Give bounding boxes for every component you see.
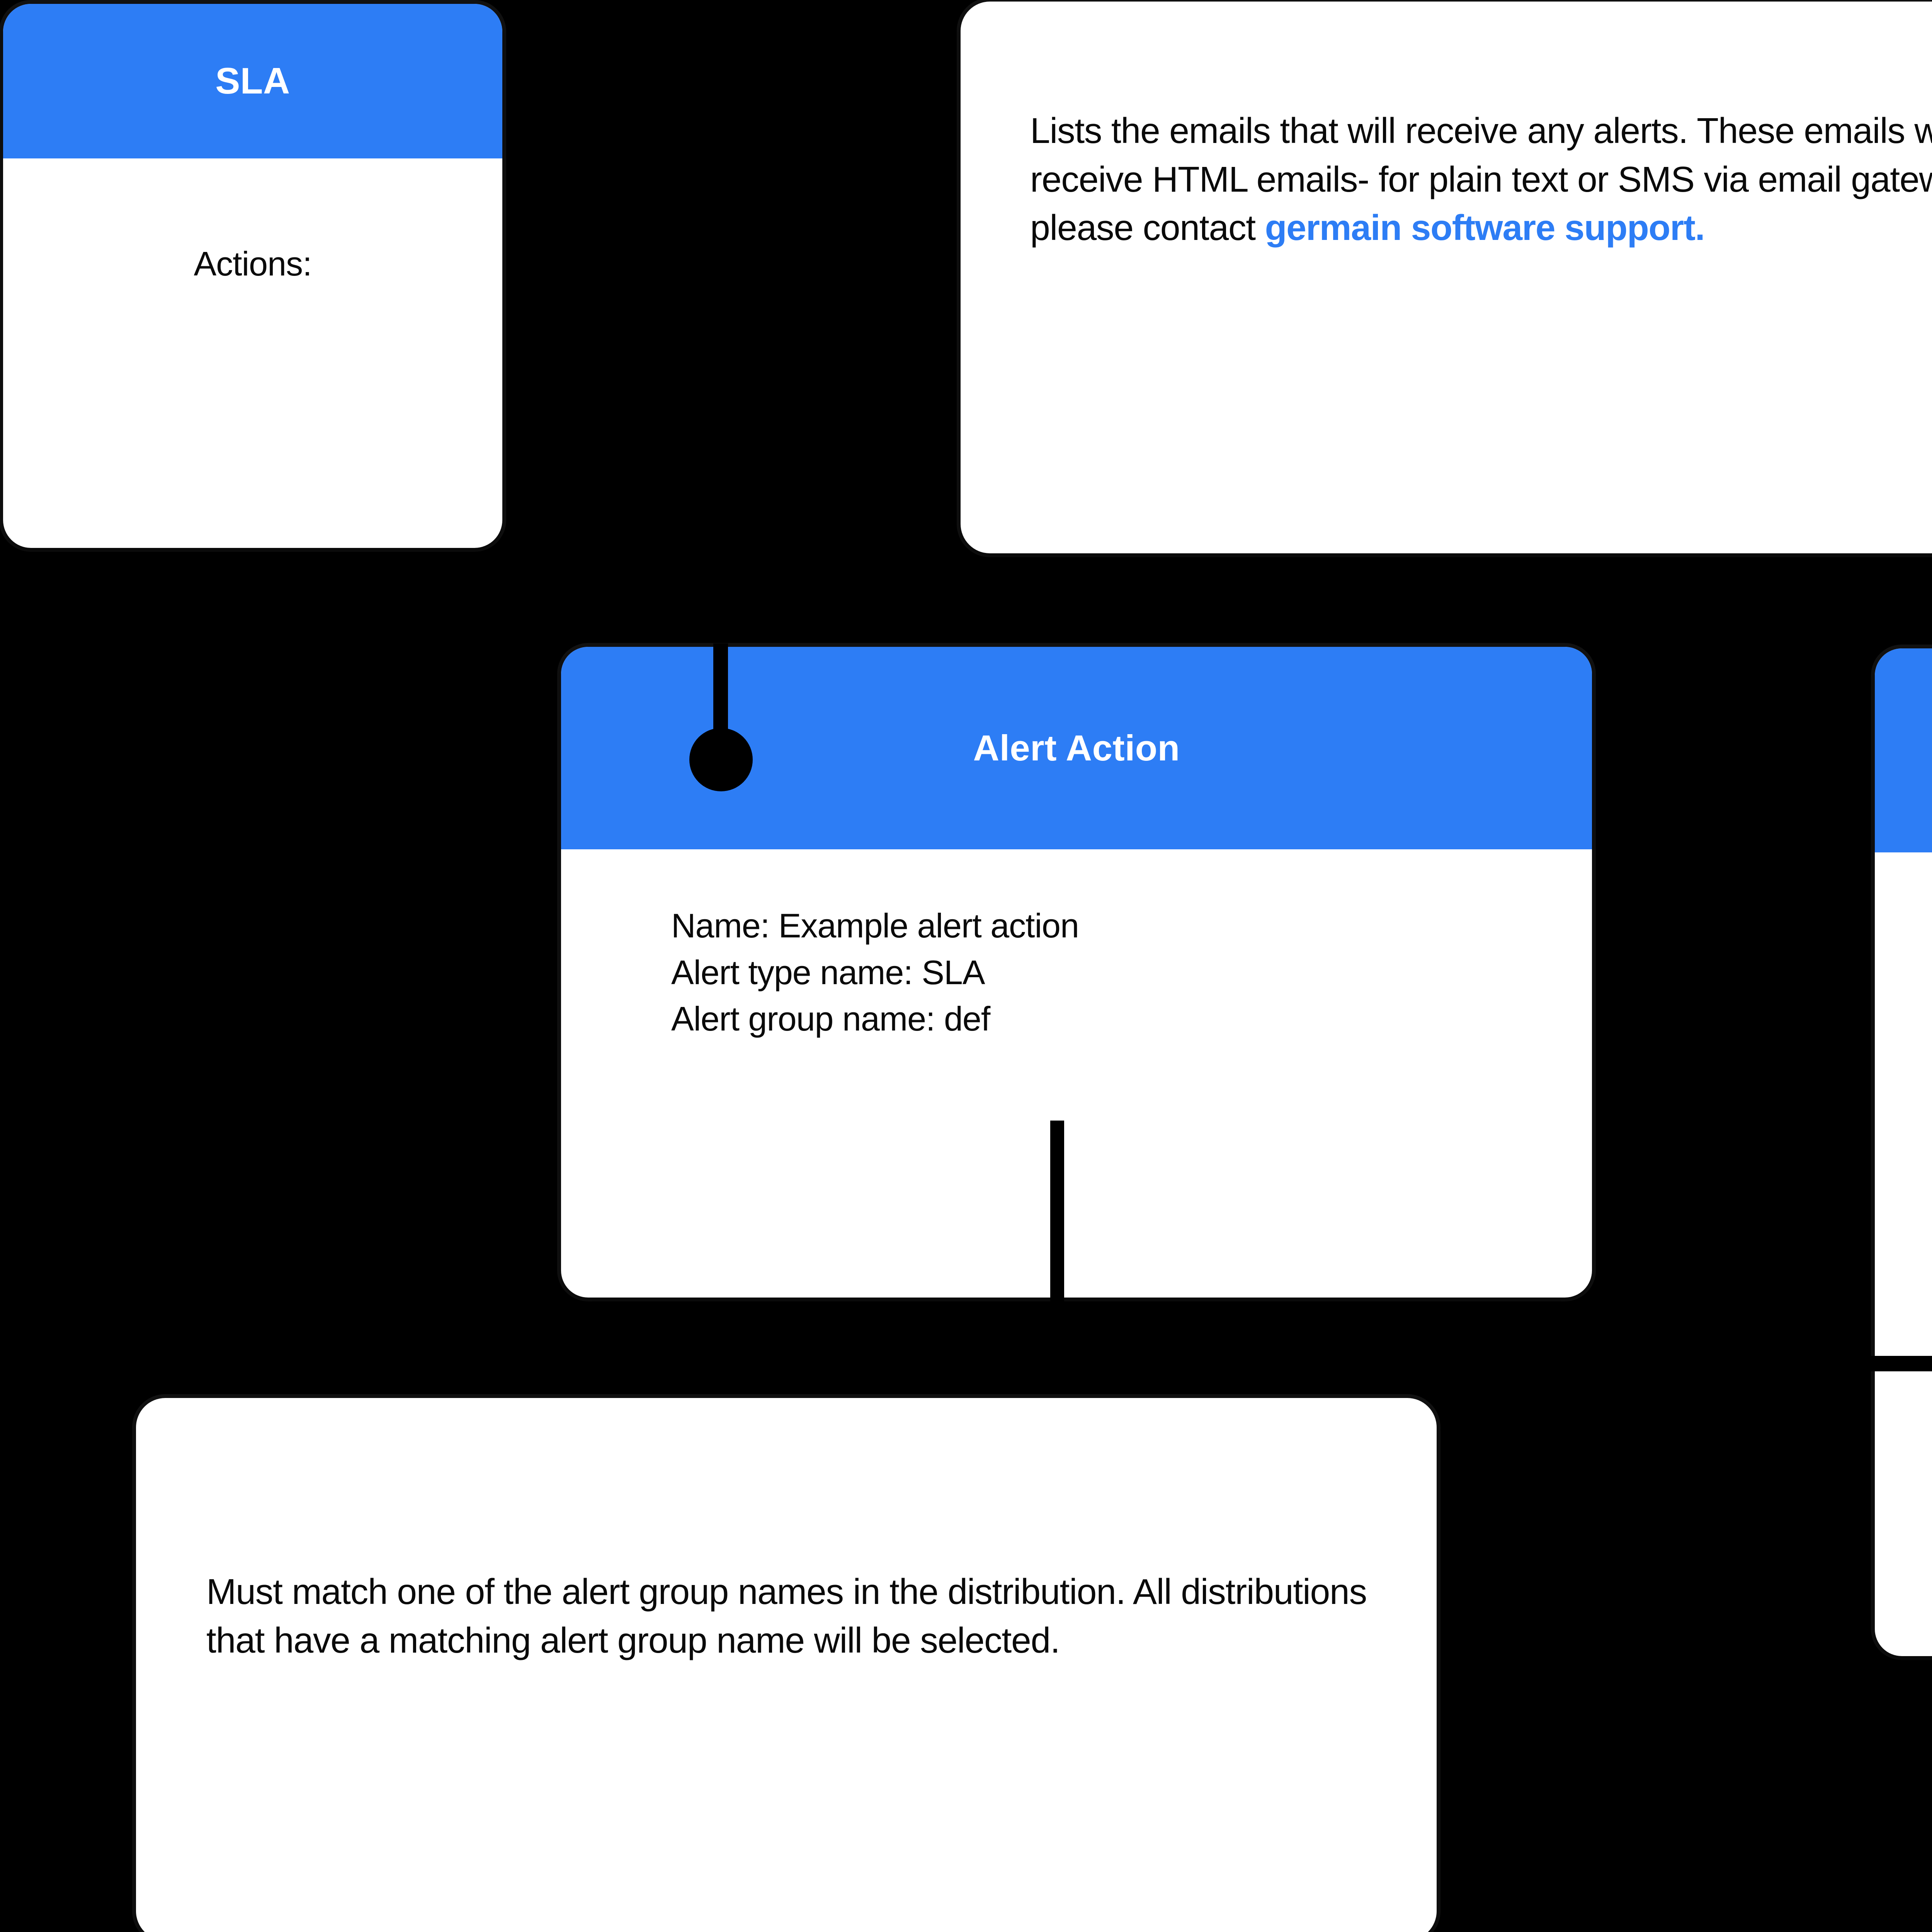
sla-card-header: SLA [3, 4, 502, 158]
connector-line-match-note-to-alert-group-name [1696, 1356, 1932, 1371]
connector-dot-alert-action [689, 728, 753, 791]
sla-actions-label: Actions: [194, 245, 312, 283]
alert-action-card-body: Name: Example alert action Alert type na… [561, 849, 1592, 1298]
distribution-card-header: Distribution [1875, 648, 1932, 852]
sla-card-body: Actions: [3, 158, 502, 548]
emails-note-text: Lists the emails that will receive any a… [1030, 107, 1932, 252]
match-note-text: Must match one of the alert group names … [206, 1571, 1367, 1661]
sla-card-title: SLA [215, 60, 290, 102]
germain-support-link[interactable]: germain software support. [1265, 207, 1705, 248]
connector-line-alert-action-to-match-note [1050, 1121, 1064, 1302]
sla-card[interactable]: SLA Actions: [3, 4, 502, 548]
alert-action-card-title: Alert Action [973, 728, 1180, 768]
alert-action-group-line: Alert group name: def [671, 1000, 990, 1038]
alert-action-type-line: Alert type name: SLA [671, 953, 985, 992]
alert-action-field-list: Name: Example alert action Alert type na… [671, 903, 1079, 1043]
distribution-card[interactable]: Distribution Name: Example distribution … [1875, 648, 1932, 1656]
emails-note-card[interactable]: Lists the emails that will receive any a… [961, 2, 1932, 553]
distribution-card-body: Name: Example distribution Users: foo@co… [1875, 852, 1932, 1656]
match-note-card[interactable]: Must match one of the alert group names … [136, 1398, 1437, 1932]
alert-action-name-line: Name: Example alert action [671, 906, 1079, 945]
emails-note-body: Lists the emails that will receive any a… [1030, 111, 1932, 248]
